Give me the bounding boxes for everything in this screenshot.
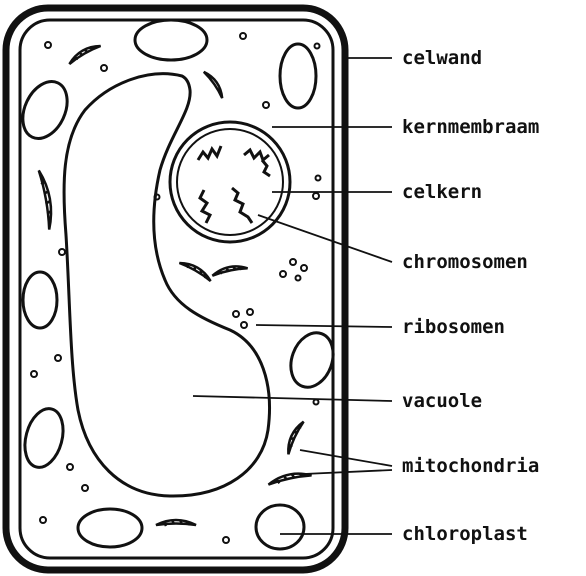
chromosome <box>232 188 252 223</box>
chloroplast <box>135 20 207 60</box>
chloroplast <box>14 74 76 145</box>
ribosomes <box>31 33 321 543</box>
label-chromosomen: chromosomen <box>402 251 528 273</box>
nucleus <box>170 122 290 242</box>
chloroplast <box>256 505 304 549</box>
label-celwand: celwand <box>402 47 482 69</box>
chloroplast <box>280 44 316 108</box>
mitochondrion <box>156 520 196 526</box>
chloroplasts <box>14 20 340 549</box>
vacuole <box>64 74 269 496</box>
mitochondrion <box>39 169 55 229</box>
label-celkern: celkern <box>402 181 482 203</box>
chromosome <box>198 146 221 160</box>
leader-line-ribosomen <box>256 325 392 327</box>
mitochondrion <box>204 69 226 98</box>
label-ribosomen: ribosomen <box>402 316 505 338</box>
chromosome <box>262 160 270 176</box>
mitochondrion <box>284 420 304 455</box>
leader-line-vacuole <box>193 396 392 401</box>
chromosome <box>200 190 210 223</box>
chromosome <box>244 150 269 160</box>
chloroplast <box>19 404 69 471</box>
label-chloroplast: chloroplast <box>402 523 528 545</box>
nuclear-membrane-outer <box>170 122 290 242</box>
label-vacuole: vacuole <box>402 390 482 412</box>
leader-line-chromosomen <box>258 215 392 262</box>
label-mitochondria: mitochondria <box>402 455 539 477</box>
mitochondrion <box>267 470 311 486</box>
label-kernmembraam: kernmembraam <box>402 116 539 138</box>
mitochondrion <box>67 42 101 64</box>
chloroplast <box>78 509 142 547</box>
mitochondrion <box>179 259 213 281</box>
chloroplast <box>23 272 57 328</box>
mitochondria <box>39 42 312 526</box>
mitochondrion <box>211 263 247 275</box>
